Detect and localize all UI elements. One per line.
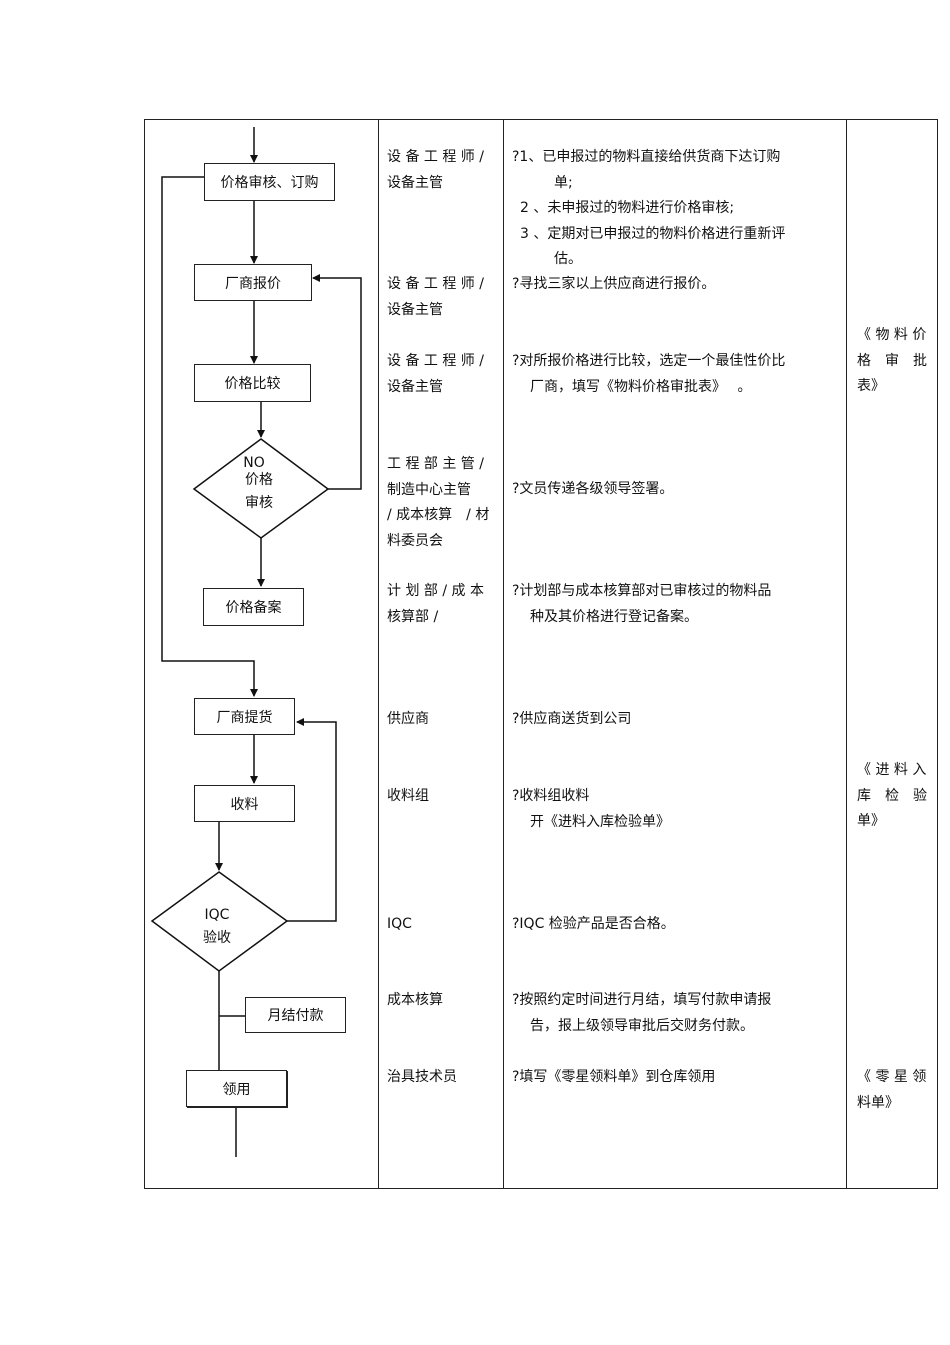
price-review-decision-diamond [192,438,330,539]
iqc-decision-diamond [150,871,289,972]
description-8: ?IQC 检验产品是否合格。 [512,916,675,932]
role-2: 设 备 工 程 师 /设备主管 [387,276,484,318]
process-table [144,119,938,1189]
description-10: ?填写《零星领料单》到仓库领用 [512,1069,716,1085]
decision-price-label-2: 审核 [245,495,273,511]
column-divider-flow [378,119,379,1189]
description-4: ?文员传递各级领导签署。 [512,481,674,497]
description-9: ?按照约定时间进行月结，填写付款申请报 告，报上级领导审批后交财务付款。 [512,992,772,1034]
column-divider-role [503,119,504,1189]
description-5: ?计划部与成本核算部对已审核过的物料品 种及其价格进行登记备案。 [512,583,772,625]
description-1: ?1、已申报过的物料直接给供货商下达订购 单; 2 、未申报过的物料进行价格审核… [512,149,786,267]
step-price-review-order: 价格审核、订购 [204,163,335,201]
decision-price-label-1: 价格 [245,472,273,488]
step-vendor-quote: 厂商报价 [194,264,312,301]
step-price-compare: 价格比较 [194,364,311,402]
description-3: ?对所报价格进行比较，选定一个最佳性价比 厂商，填写《物料价格审批表》 。 [512,353,786,395]
description-7: ?收料组收料 开《进料入库检验单》 [512,788,670,830]
role-8: IQC [387,916,412,932]
form-material-requisition: 《 零 星 领料单》 [857,1069,927,1111]
decision-iqc-label-1: IQC [204,907,230,923]
role-7: 收料组 [387,788,429,804]
step-receiving: 收料 [194,785,295,822]
decision-iqc-label-2: 验收 [203,930,231,946]
role-6: 供应商 [387,711,429,727]
form-price-approval: 《 物 料 价格 审 批表》 [857,327,927,394]
description-2: ?寻找三家以上供应商进行报价。 [512,276,716,292]
form-incoming-inspection: 《 进 料 入库 检 验单》 [857,762,927,829]
step-price-record: 价格备案 [203,588,304,626]
role-4: 工 程 部 主 管 /制造中心主管 / 成本核算 / 材料委员会 [387,456,490,549]
step-requisition: 领用 [186,1070,287,1107]
step-monthly-payment: 月结付款 [245,997,346,1033]
decision-no-label: NO [243,455,265,471]
role-9: 成本核算 [387,992,443,1008]
step-vendor-delivery: 厂商提货 [194,698,295,735]
role-10: 治具技术员 [387,1069,457,1085]
role-5: 计 划 部 / 成 本核算部 / [387,583,484,625]
description-6: ?供应商送货到公司 [512,711,632,727]
role-1: 设 备 工 程 师 /设备主管 [387,149,484,191]
column-divider-desc [846,119,847,1189]
role-3: 设 备 工 程 师 /设备主管 [387,353,484,395]
